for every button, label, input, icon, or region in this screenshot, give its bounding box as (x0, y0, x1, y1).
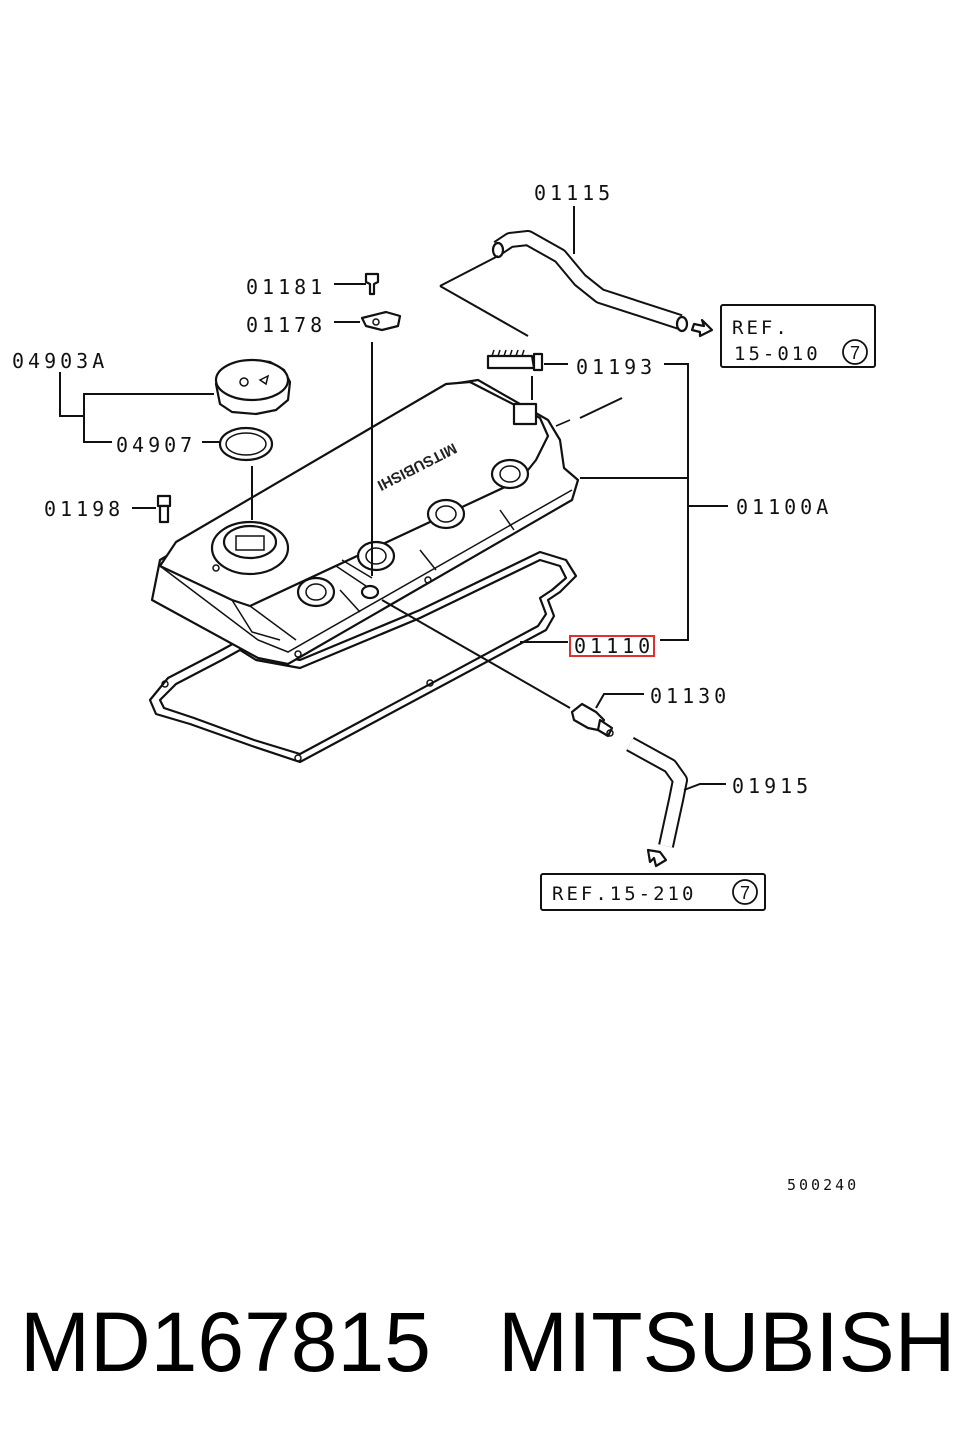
callout-01110[interactable]: 01110 (574, 634, 654, 658)
ref-top-line2: 15-010 (734, 343, 821, 365)
callout-04903a[interactable]: 04903A (12, 349, 108, 373)
oil-cap-drawing (214, 358, 292, 416)
reference-box-top[interactable]: REF. 15-010 7 (720, 304, 876, 368)
cap-seal-drawing (218, 426, 274, 462)
callout-01915[interactable]: 01915 (732, 774, 812, 798)
ref-bottom-circled-number: 7 (740, 883, 750, 903)
ref-bottom-text: REF.15-210 (552, 883, 696, 905)
bolt-left-drawing (156, 494, 172, 524)
callout-01193[interactable]: 01193 (576, 355, 656, 379)
part-number-caption: MD167815 (20, 1295, 431, 1389)
hose-top-drawing (491, 230, 714, 338)
callout-01181[interactable]: 01181 (246, 275, 326, 299)
callout-01178[interactable]: 01178 (246, 313, 326, 337)
hose-bottom-drawing (626, 736, 688, 868)
bolt-small-drawing (364, 272, 380, 296)
ref-top-circled-number: 7 (850, 343, 860, 363)
brand-caption: MITSUBISHI (498, 1295, 960, 1389)
callout-highlight-box (569, 635, 655, 657)
rocker-cover-drawing (150, 378, 580, 666)
breather-clip-drawing (486, 349, 544, 372)
callout-01100a[interactable]: 01100A (736, 495, 832, 519)
callout-01130[interactable]: 01130 (650, 684, 730, 708)
leader-lines (59, 206, 728, 791)
callout-04907[interactable]: 04907 (116, 433, 196, 457)
pcv-valve-drawing (570, 702, 614, 738)
callout-01115[interactable]: 01115 (534, 181, 614, 205)
reference-box-bottom[interactable]: REF.15-210 7 (540, 873, 766, 911)
callout-01198[interactable]: 01198 (44, 497, 124, 521)
bracket-drawing (360, 310, 402, 332)
ref-top-line1: REF. (732, 317, 790, 339)
diagram-code: 500240 (787, 1176, 859, 1194)
